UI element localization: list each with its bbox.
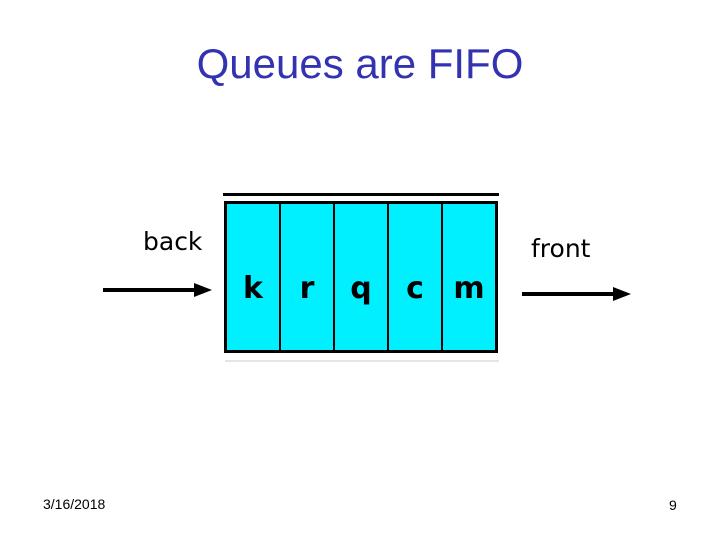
queue-box-top-edge: [223, 193, 499, 196]
queue-cell: q: [335, 204, 389, 350]
cell-letter: m: [453, 271, 485, 306]
front-arrow-icon: [522, 287, 631, 301]
queue-cell: r: [281, 204, 335, 350]
queue-cell: c: [389, 204, 443, 350]
cell-letter: r: [299, 271, 315, 306]
page-title: Queues are FIFO: [196, 40, 524, 87]
front-label: front: [531, 234, 591, 263]
back-arrow-icon: [103, 283, 212, 297]
queue-diagram: k r q c m: [224, 201, 498, 353]
queue-cell: k: [227, 204, 281, 350]
queue-box-bottom-shadow: [225, 360, 499, 362]
back-label: back: [143, 227, 203, 256]
cell-letter: q: [350, 271, 372, 306]
queue-cell: m: [443, 204, 495, 350]
cell-letter: c: [406, 271, 424, 306]
cell-letter: k: [243, 271, 263, 306]
footer-date: 3/16/2018: [43, 496, 106, 512]
page-number: 9: [669, 497, 677, 513]
